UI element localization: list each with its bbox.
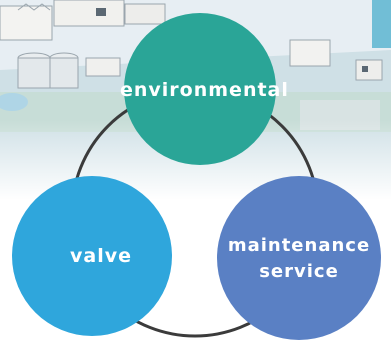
maintenance-label-line1: maintenance <box>227 235 371 256</box>
environmental-label: environmental <box>120 79 289 101</box>
maintenance-service-circle <box>217 176 381 340</box>
valve-label: valve <box>70 245 132 267</box>
valve-circle <box>12 176 172 336</box>
maintenance-service-label: maintenance service <box>222 233 376 285</box>
environmental-circle <box>124 13 276 165</box>
maintenance-label-line2: service <box>259 261 339 282</box>
